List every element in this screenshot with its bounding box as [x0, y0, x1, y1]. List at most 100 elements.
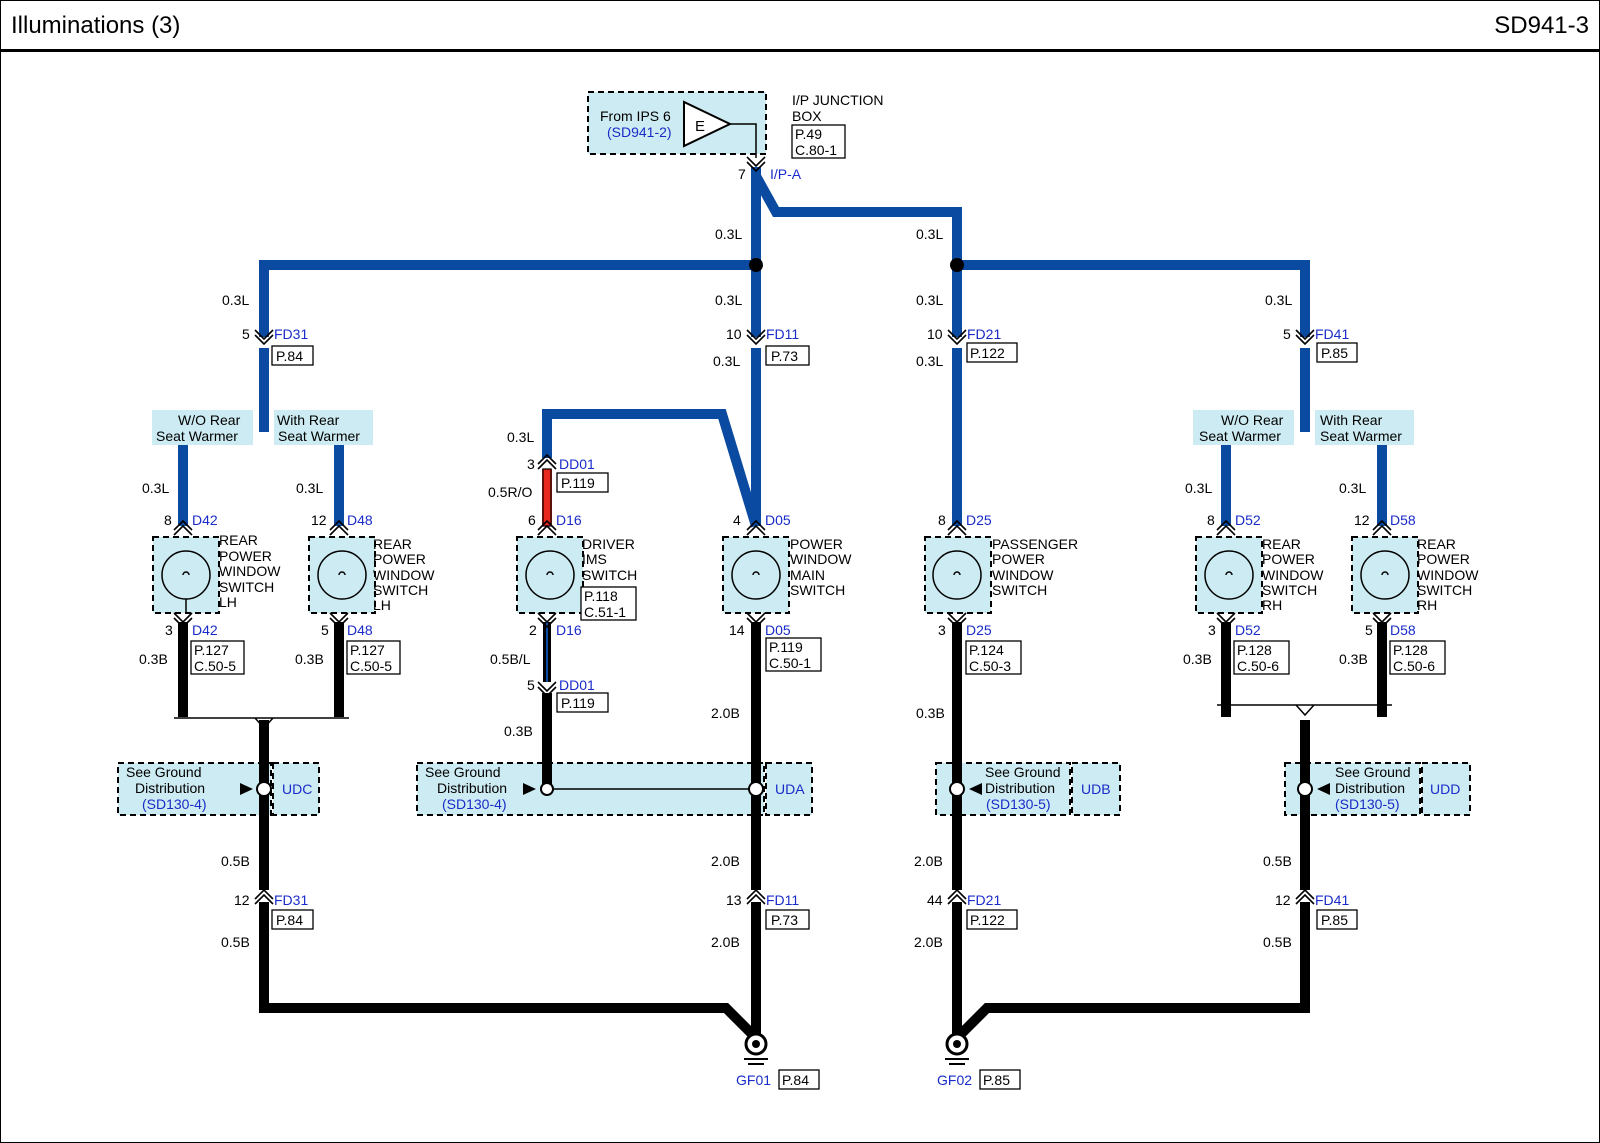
comp-pin: 6: [528, 512, 536, 528]
comp-page: P.127: [194, 642, 229, 658]
connector-name: DD01: [559, 677, 595, 693]
wire-label: 2.0B: [711, 934, 740, 950]
switch-boxes: [152, 536, 1419, 614]
gd-label: Distribution: [135, 780, 205, 796]
wire-label: 0.3L: [1265, 292, 1292, 308]
gd-tag: UDC: [282, 781, 312, 797]
wire-label: 0.3L: [713, 353, 740, 369]
comp-name: PASSENGER: [992, 536, 1078, 552]
ground-symbol-icon: [744, 1032, 768, 1065]
comp-page: P.124: [969, 642, 1004, 658]
comp-name: WINDOW: [992, 567, 1054, 583]
wire-label: 0.3L: [507, 429, 534, 445]
wire-label: 0.3L: [296, 480, 323, 496]
wire-label: 0.3L: [715, 226, 742, 242]
connector-pin: 5: [1283, 326, 1291, 342]
connector-page: P.122: [970, 345, 1005, 361]
gd-label: Distribution: [437, 780, 507, 796]
ground-dist-nodes: [256, 781, 1313, 797]
comp-name: MAIN: [790, 567, 825, 583]
comp-pin: 3: [1208, 622, 1216, 638]
wire-label: 0.3B: [295, 651, 324, 667]
source-pin: 7: [738, 166, 746, 182]
comp-pin: 3: [938, 622, 946, 638]
gd-ref: (SD130-5): [986, 796, 1051, 812]
connector-name: FD31: [274, 326, 308, 342]
connector-name: DD01: [559, 456, 595, 472]
comp-pin: 3: [165, 622, 173, 638]
connector-page: P.84: [276, 912, 303, 928]
bulb-icon: [317, 550, 367, 600]
comp-c: C.50-6: [1393, 658, 1435, 674]
wire-to-right-branch: [751, 173, 962, 337]
bulb-icon: [932, 550, 982, 600]
connector-page: P.119: [561, 695, 595, 711]
comp-conn: D05: [765, 622, 791, 638]
comp-name: SWITCH: [992, 582, 1047, 598]
comp-conn: D05: [765, 512, 791, 528]
connector-name: FD11: [766, 326, 799, 342]
diagram-code: SD941-3: [1494, 12, 1589, 39]
comp-name: POWER: [219, 548, 272, 564]
wires-black: [178, 622, 1387, 1042]
comp-page: P.128: [1393, 642, 1428, 658]
connector-name: FD21: [967, 892, 1001, 908]
connector-pin: 5: [527, 677, 535, 693]
connector-page: P.73: [771, 348, 798, 364]
comp-pin: 12: [311, 512, 327, 528]
ground-page: P.84: [782, 1072, 809, 1088]
comp-name: SWITCH: [219, 579, 274, 595]
connector-pin: 44: [927, 892, 943, 908]
comp-page: P.128: [1237, 642, 1272, 658]
junction-page: P.49: [795, 126, 822, 142]
comp-pin: 4: [733, 512, 741, 528]
comp-c: C.51-1: [584, 604, 626, 620]
comp-c: C.50-5: [350, 658, 392, 674]
page-ref-boxes: [190, 124, 1446, 1090]
wire-label: 0.5R/O: [488, 484, 532, 500]
variant-label: With Rear: [277, 412, 340, 428]
wire-blue-black-stripe: [543, 622, 551, 682]
connector-page: P.84: [276, 348, 303, 364]
connector-pin: 12: [234, 892, 250, 908]
variant-label: Seat Warmer: [156, 428, 238, 444]
connector-name: FD41: [1315, 892, 1349, 908]
wire-label: 0.5B: [221, 934, 250, 950]
connector-page: P.85: [1321, 912, 1348, 928]
junction-conn: C.80-1: [795, 142, 837, 158]
ground-symbol-icon: [945, 1032, 969, 1065]
ground-page: P.85: [983, 1072, 1010, 1088]
comp-pin: 8: [1207, 512, 1215, 528]
comp-name: WINDOW: [790, 551, 852, 567]
variant-label: Seat Warmer: [1199, 428, 1281, 444]
connector-pin: 12: [1275, 892, 1291, 908]
junction-name-1: I/P JUNCTION: [792, 92, 884, 108]
comp-name: WINDOW: [1417, 567, 1479, 583]
variant-label: W/O Rear: [1221, 412, 1284, 428]
ground-name: GF01: [736, 1072, 771, 1088]
connector-pin: 10: [927, 326, 943, 342]
connector-page: P.119: [561, 475, 595, 491]
gd-tag: UDA: [775, 781, 805, 797]
wire-label: 0.3L: [1339, 480, 1366, 496]
gd-ref: (SD130-5): [1335, 796, 1400, 812]
comp-pin: 8: [938, 512, 946, 528]
wire-label: 0.3L: [142, 480, 169, 496]
wire-label: 0.3L: [222, 292, 249, 308]
source-connector: I/P-A: [770, 166, 802, 182]
fuse-triangle-icon: [683, 100, 757, 158]
wires-blue: [178, 167, 1387, 528]
comp-c: C.50-6: [1237, 658, 1279, 674]
gd-ref: (SD130-4): [142, 796, 207, 812]
comp-name: SWITCH: [1417, 582, 1472, 598]
connector-chevrons: [173, 156, 1392, 905]
wire-dd01-up: [542, 409, 761, 528]
gd-label: Distribution: [1335, 780, 1405, 796]
connector-page: P.85: [1321, 345, 1348, 361]
comp-name: POWER: [373, 551, 426, 567]
comp-name: REAR: [373, 536, 412, 552]
wire-right-bus: [957, 260, 1310, 337]
wire-label: 0.5B: [1263, 934, 1292, 950]
connector-name: FD31: [274, 892, 308, 908]
